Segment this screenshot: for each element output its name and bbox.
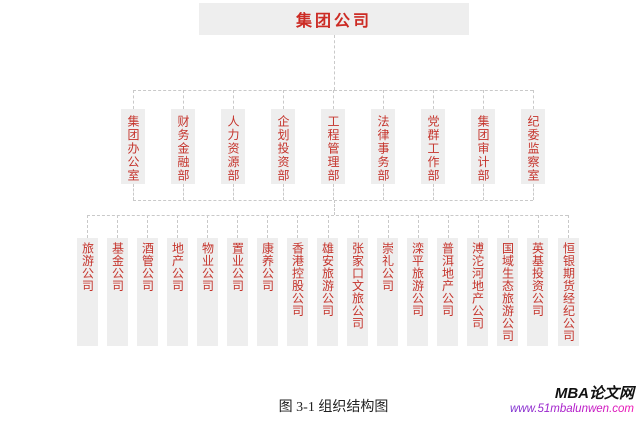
org-node-subsidiary: 溥沱河地产公司 (467, 238, 488, 346)
org-node-subsidiary-label: 英基投资公司 (530, 242, 545, 317)
connector-line (418, 215, 419, 238)
connector-line (283, 184, 284, 200)
connector-line (87, 215, 568, 216)
connector-line (533, 184, 534, 200)
org-node-subsidiary: 酒管公司 (137, 238, 158, 346)
connector-line (133, 184, 134, 200)
org-node-root: 集团公司 (199, 3, 469, 35)
connector-line (483, 90, 484, 109)
watermark-site-url: www.51mbalunwen.com (509, 402, 634, 415)
org-node-subsidiary: 康养公司 (257, 238, 278, 346)
figure-caption: 图 3-1 组织结构图 (278, 400, 389, 415)
connector-line (147, 215, 148, 238)
connector-line (183, 90, 184, 109)
connector-line (117, 215, 118, 238)
connector-line (383, 90, 384, 109)
org-node-subsidiary: 恒银期货经纪公司 (558, 238, 579, 346)
org-node-subsidiary-label: 崇礼公司 (380, 242, 395, 292)
connector-line (207, 215, 208, 238)
org-node-subsidiary-label: 香港控股公司 (290, 242, 305, 317)
connector-line (478, 215, 479, 238)
connector-line (233, 184, 234, 200)
connector-line (334, 200, 335, 215)
org-node-subsidiary: 香港控股公司 (287, 238, 308, 346)
connector-line (388, 215, 389, 238)
org-node-dept: 集团审计部 (471, 109, 495, 184)
connector-line (508, 215, 509, 238)
connector-line (237, 215, 238, 238)
org-node-dept: 人力资源部 (221, 109, 245, 184)
org-node-subsidiary: 崇礼公司 (377, 238, 398, 346)
org-node-subsidiary-label: 地产公司 (170, 242, 185, 292)
org-node-dept-label: 工程管理部 (326, 115, 340, 183)
org-node-dept: 党群工作部 (421, 109, 445, 184)
watermark-site-name: MBA论文网 (554, 385, 634, 402)
org-node-root-label: 集团公司 (295, 13, 372, 30)
org-node-dept: 法律事务部 (371, 109, 395, 184)
connector-line (297, 215, 298, 238)
org-node-subsidiary: 物业公司 (197, 238, 218, 346)
org-node-subsidiary-label: 张家口文旅公司 (350, 242, 365, 330)
connector-line (568, 215, 569, 238)
watermark: MBA论文网 www.51mbalunwen.com (509, 385, 634, 415)
org-node-subsidiary: 地产公司 (167, 238, 188, 346)
connector-line (283, 90, 284, 109)
connector-line (328, 215, 329, 238)
org-node-subsidiary-label: 滦平旅游公司 (410, 242, 425, 317)
org-node-dept-label: 集团办公室 (126, 115, 140, 183)
org-node-subsidiary-label: 旅游公司 (80, 242, 95, 292)
org-node-subsidiary: 雄安旅游公司 (317, 238, 338, 346)
connector-line (133, 90, 134, 109)
org-node-subsidiary-label: 溥沱河地产公司 (470, 242, 485, 330)
org-node-subsidiary: 滦平旅游公司 (407, 238, 428, 346)
connector-line (267, 215, 268, 238)
org-node-subsidiary: 旅游公司 (77, 238, 98, 346)
connector-line (533, 90, 534, 109)
connector-line (333, 184, 334, 200)
connector-line (538, 215, 539, 238)
org-node-subsidiary-label: 酒管公司 (140, 242, 155, 292)
org-node-dept-label: 企划投资部 (276, 115, 290, 183)
org-node-subsidiary: 置业公司 (227, 238, 248, 346)
org-node-dept-label: 人力资源部 (226, 115, 240, 183)
connector-line (483, 184, 484, 200)
connector-line (433, 184, 434, 200)
connector-line (333, 90, 334, 109)
connector-line (448, 215, 449, 238)
org-node-dept-label: 党群工作部 (426, 115, 440, 183)
org-node-subsidiary-label: 普洱地产公司 (440, 242, 455, 317)
connector-line (358, 215, 359, 238)
org-node-subsidiary-label: 国域生态旅游公司 (500, 242, 515, 342)
org-node-dept-label: 法律事务部 (376, 115, 390, 183)
org-node-subsidiary-label: 基金公司 (110, 242, 125, 292)
org-node-dept: 企划投资部 (271, 109, 295, 184)
connector-line (183, 184, 184, 200)
org-node-subsidiary: 普洱地产公司 (437, 238, 458, 346)
org-node-subsidiary: 基金公司 (107, 238, 128, 346)
org-node-subsidiary-label: 物业公司 (200, 242, 215, 292)
org-node-subsidiary-label: 雄安旅游公司 (320, 242, 335, 317)
connector-line (177, 215, 178, 238)
org-node-dept: 工程管理部 (321, 109, 345, 184)
org-node-subsidiary: 英基投资公司 (527, 238, 548, 346)
org-node-subsidiary: 张家口文旅公司 (347, 238, 368, 346)
org-node-dept: 财务金融部 (171, 109, 195, 184)
org-node-subsidiary-label: 置业公司 (230, 242, 245, 292)
org-node-subsidiary: 国域生态旅游公司 (497, 238, 518, 346)
org-node-subsidiary-label: 康养公司 (260, 242, 275, 292)
org-node-dept: 纪委监察室 (521, 109, 545, 184)
connector-line (433, 90, 434, 109)
org-node-dept: 集团办公室 (121, 109, 145, 184)
org-node-dept-label: 纪委监察室 (526, 115, 540, 183)
connector-line (87, 215, 88, 238)
org-node-subsidiary-label: 恒银期货经纪公司 (561, 242, 576, 342)
connector-line (383, 184, 384, 200)
org-node-dept-label: 集团审计部 (476, 115, 490, 183)
connector-line (334, 35, 335, 90)
org-node-dept-label: 财务金融部 (176, 115, 190, 183)
connector-line (133, 200, 533, 201)
connector-line (233, 90, 234, 109)
